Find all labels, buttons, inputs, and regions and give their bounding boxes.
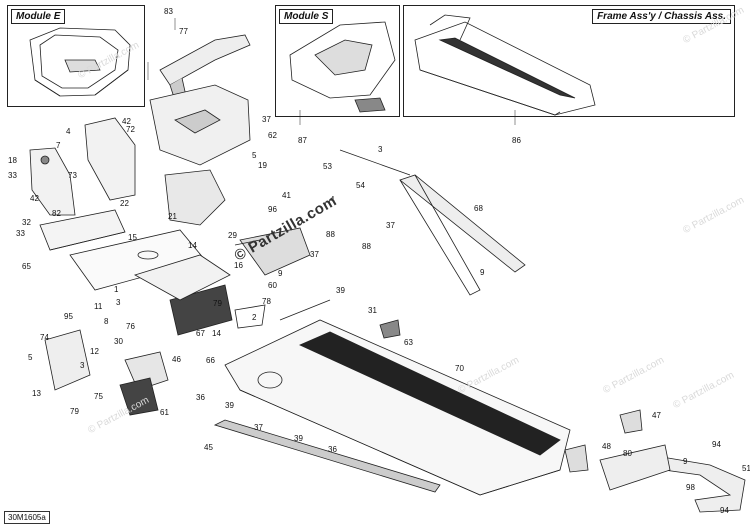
callout-number: 21 [168,212,177,221]
callout-number: 41 [282,191,291,200]
callout-number: 60 [268,281,277,290]
callout-number: 16 [234,261,243,270]
callout-number: 39 [336,286,345,295]
callout-number: 53 [323,162,332,171]
callout-number: 9 [278,269,283,278]
callout-number: 62 [268,131,277,140]
callout-number: 73 [68,171,77,180]
callout-number: 66 [206,356,215,365]
callout-number: 3 [378,145,383,154]
callout-number: 83 [164,7,173,16]
callout-number: 4 [330,195,335,204]
callout-number: 37 [310,250,319,259]
callout-number: 88 [362,242,371,251]
callout-number: 39 [225,401,234,410]
inset-module-e: Module E [7,5,145,107]
callout-number: 9 [480,268,485,277]
callout-number: 42 [30,194,39,203]
callout-number: 42 [122,117,131,126]
callout-number: 14 [212,329,221,338]
callout-number: 30 [114,337,123,346]
callout-number: 98 [686,483,695,492]
callout-number: 87 [298,136,307,145]
callout-number: 36 [328,445,337,454]
inset-frame-assy-title: Frame Ass'y / Chassis Ass. [592,9,731,24]
callout-number: 86 [512,136,521,145]
callout-number: 15 [128,233,137,242]
inset-module-e-title: Module E [11,9,66,24]
callout-number: 19 [258,161,267,170]
callout-number: 78 [262,297,271,306]
callout-number: 37 [262,115,271,124]
callout-number: 48 [602,442,611,451]
callout-number: 77 [179,27,188,36]
callout-number: 5 [28,353,33,362]
inset-module-s-title: Module S [279,9,334,24]
callout-number: 47 [652,411,661,420]
callout-number: 74 [40,333,49,342]
callout-number: 94 [712,440,721,449]
callout-number: 36 [196,393,205,402]
callout-number: 9 [683,457,688,466]
callout-number: 31 [368,306,377,315]
callout-number: 37 [386,221,395,230]
callout-number: 39 [294,434,303,443]
drawing-code: 30M1605a [4,511,50,524]
callout-number: 79 [213,299,222,308]
callout-number: 46 [172,355,181,364]
callout-number: 88 [326,230,335,239]
callout-number: 96 [268,205,277,214]
callout-number: 95 [64,312,73,321]
callout-number: 32 [22,218,31,227]
callout-number: 51 [742,464,750,473]
inset-frame-assy: Frame Ass'y / Chassis Ass. [403,5,735,117]
callout-number: 45 [204,443,213,452]
callout-number: 33 [8,171,17,180]
callout-number: 37 [254,423,263,432]
callout-number: 68 [474,204,483,213]
callout-number: 61 [160,408,169,417]
callout-number: 70 [455,364,464,373]
callout-number: 2 [252,313,257,322]
callout-number: 7 [56,141,61,150]
callout-number: 12 [90,347,99,356]
callout-number: 3 [80,361,85,370]
callout-number: 3 [116,298,121,307]
callout-number: 54 [356,181,365,190]
callout-number: 14 [188,241,197,250]
callout-number: 4 [66,127,71,136]
callout-number: 65 [22,262,31,271]
callout-number: 29 [228,231,237,240]
callout-number: 8 [104,317,109,326]
callout-number: 5 [252,151,257,160]
callout-number: 75 [94,392,103,401]
callout-number: 1 [114,285,119,294]
callout-number: 76 [126,322,135,331]
callout-number: 13 [32,389,41,398]
callout-number: 22 [120,199,129,208]
callout-number: 18 [8,156,17,165]
callout-number: 79 [70,407,79,416]
callout-number: 67 [196,329,205,338]
callout-number: 11 [94,302,103,311]
callout-number: 82 [52,209,61,218]
inset-module-s: Module S [275,5,400,117]
callout-number: 63 [404,338,413,347]
callout-number: 72 [126,125,135,134]
callout-number: 94 [720,506,729,515]
callout-number: 80 [623,449,632,458]
callout-number: 33 [16,229,25,238]
